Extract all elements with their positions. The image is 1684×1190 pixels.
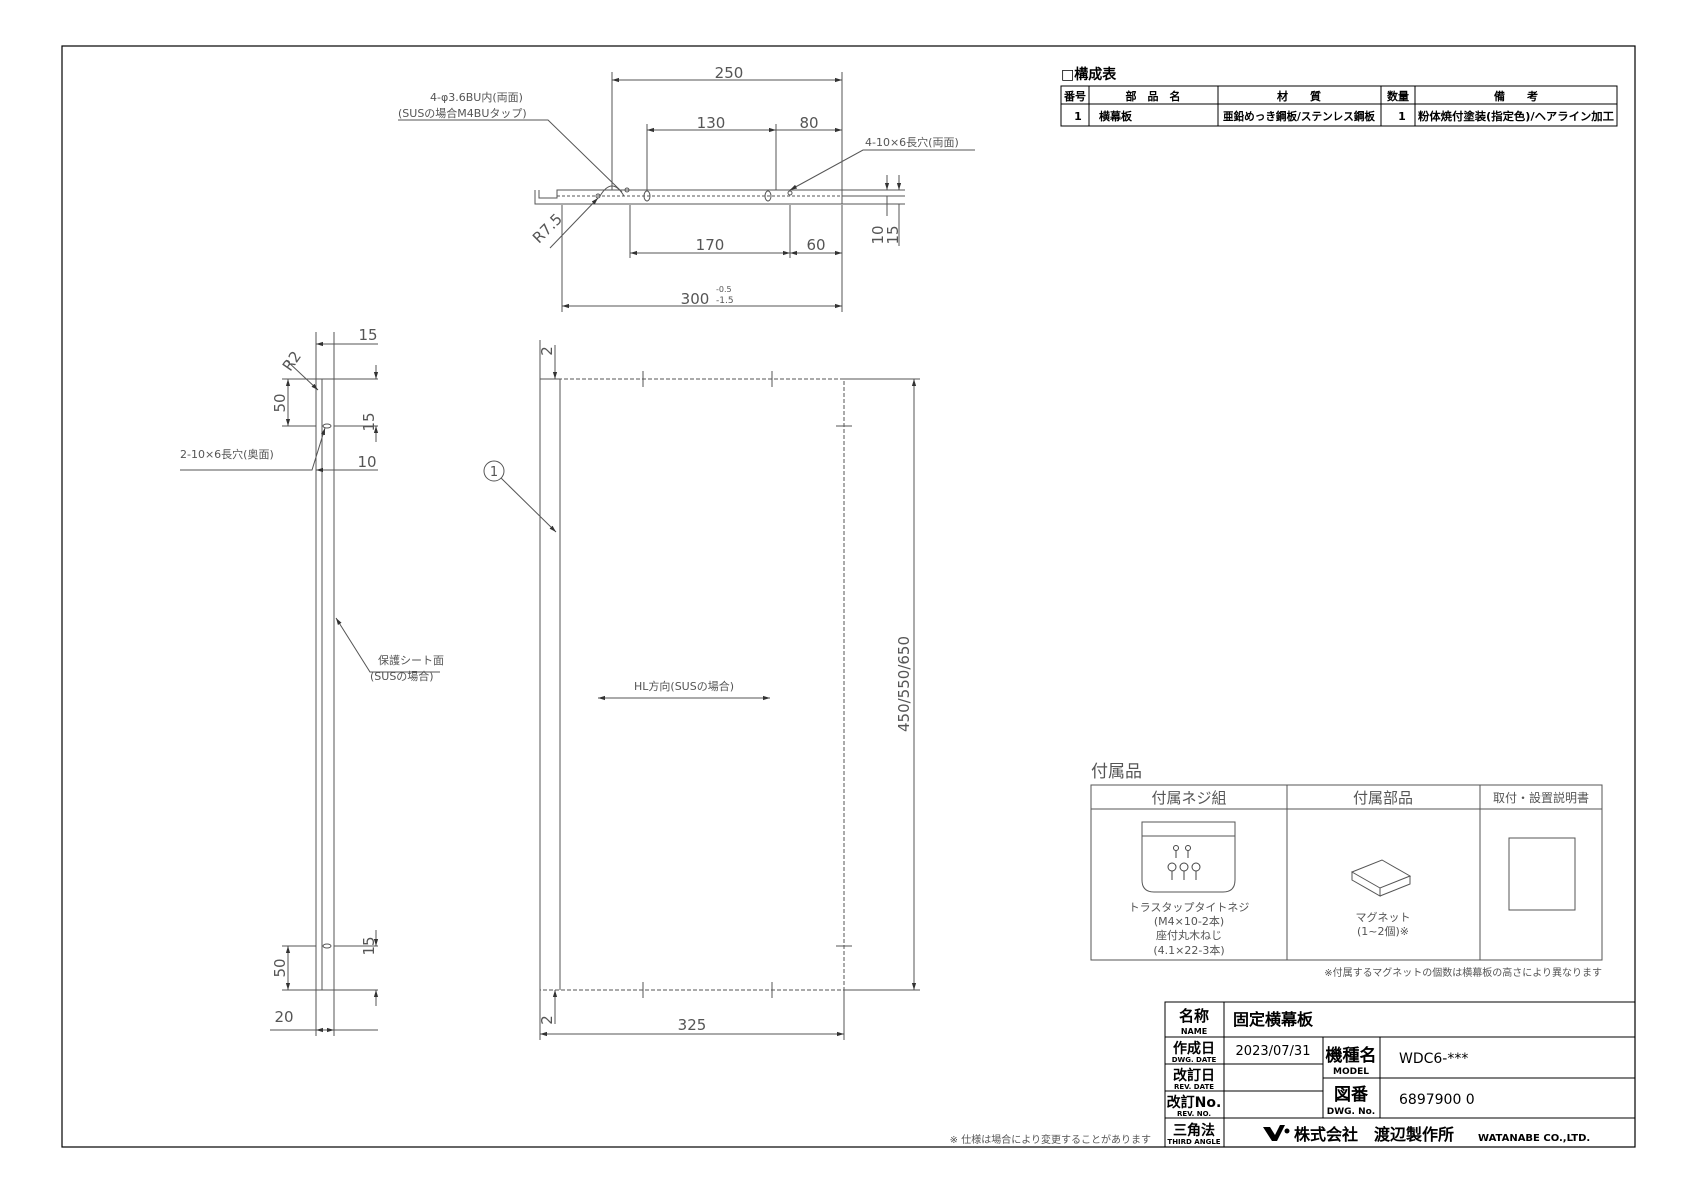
dim-15-top: 15 xyxy=(884,225,902,244)
dim-r2: R2 xyxy=(279,348,305,375)
side-view-labels: 15 R2 50 15 10 15 50 20 2-10×6長穴(奥面) 保護シ… xyxy=(180,326,444,1026)
top-view-slot xyxy=(643,190,651,202)
tb-angle-label-en: THIRD ANGLE xyxy=(1167,1138,1220,1146)
title-block: 名称 NAME 固定横幕板 作成日 DWG. DATE 2023/07/31 機… xyxy=(1164,1001,1636,1148)
dim-50-side-top: 50 xyxy=(271,393,289,412)
tb-rev-date-label-en: REV. DATE xyxy=(1174,1083,1214,1091)
dim-r75: R7.5 xyxy=(529,210,566,247)
dim-15-side-bottom: 15 xyxy=(360,936,378,955)
accessories-title: 付属品 xyxy=(1091,762,1142,782)
tb-date-label-en: DWG. DATE xyxy=(1172,1056,1217,1064)
side-view-slot xyxy=(322,943,332,949)
dim-300-tol-upper: -0.5 xyxy=(716,285,732,294)
parts-header-material: 材 質 xyxy=(1277,89,1321,103)
manual-icon xyxy=(1508,837,1576,911)
top-view-labels: 250 130 80 170 60 300 -0.5 -1.5 10 15 R7… xyxy=(398,64,959,308)
accessories-col3-header: 取付・設置説明書 xyxy=(1493,790,1589,805)
top-view-hole xyxy=(624,187,630,193)
magnet-icon xyxy=(1350,859,1412,897)
tb-rev-no-label: 改訂No. xyxy=(1167,1094,1222,1111)
dim-10-top: 10 xyxy=(869,225,887,244)
dim-height: 450/550/650 xyxy=(895,636,913,732)
tb-dwg-no-value: 6897900 0 xyxy=(1399,1092,1475,1108)
parts-row-material: 亜鉛めっき鋼板/ステンレス鋼板 xyxy=(1223,109,1376,123)
note-holes-line2: (SUSの場合M4BUタップ) xyxy=(398,106,527,120)
accessories-box: 付属品 付属ネジ組 付属部品 取付・設置説明書 トラスタップタイトネジ (M4×… xyxy=(1090,762,1603,979)
parts-header-qty: 数量 xyxy=(1387,89,1409,103)
parts-header-note: 備 考 xyxy=(1494,89,1538,103)
parts-table-title: □構成表 xyxy=(1061,66,1117,83)
tb-rev-no-label-en: REV. NO. xyxy=(1177,1110,1211,1118)
note-sheet-line2: (SUSの場合) xyxy=(370,669,434,683)
screws-line-3: 座付丸木ねじ xyxy=(1156,928,1222,942)
dim-50-side-bottom: 50 xyxy=(271,958,289,977)
front-view-labels: 1 2 2 450/550/650 325 HL方向(SUSの場合) xyxy=(490,346,913,1034)
parts-row-no: 1 xyxy=(1074,110,1082,123)
dim-300: 300 xyxy=(681,290,710,308)
dim-width: 325 xyxy=(678,1016,707,1034)
magnet-line-2: (1~2個)※ xyxy=(1357,925,1409,938)
dim-20-side: 20 xyxy=(274,1008,293,1026)
parts-row-qty: 1 xyxy=(1398,110,1406,123)
dim-250: 250 xyxy=(715,64,744,82)
screw-bag-icon xyxy=(1141,821,1236,893)
note-holes-line1: 4-φ3.6BU内(両面) xyxy=(430,90,523,104)
note-sheet-line1: 保護シート面 xyxy=(378,653,444,667)
tb-model-value: WDC6-*** xyxy=(1399,1051,1468,1067)
parts-header-name: 部 品 名 xyxy=(1126,89,1181,103)
tb-model-label: 機種名 xyxy=(1326,1045,1377,1066)
dim-300-tol-lower: -1.5 xyxy=(716,296,734,306)
tb-date-value: 2023/07/31 xyxy=(1236,1044,1311,1059)
tb-company: 株式会社 渡辺製作所 xyxy=(1294,1125,1454,1144)
screws-line-2: (M4×10-2本) xyxy=(1154,914,1224,928)
top-view-hole xyxy=(787,190,793,196)
parts-row-note: 粉体焼付塗装(指定色)/ヘアライン加工 xyxy=(1418,109,1614,123)
tb-name-label-en: NAME xyxy=(1181,1027,1207,1036)
tb-date-label: 作成日 xyxy=(1173,1040,1215,1057)
parts-header-no: 番号 xyxy=(1063,89,1086,103)
parts-table: □構成表 番号 部 品 名 材 質 数量 備 考 1 横幕板 亜鉛めっき鋼板/ス… xyxy=(1060,66,1618,127)
drawing-frame xyxy=(61,45,1636,1148)
tb-rev-date-label: 改訂日 xyxy=(1173,1067,1215,1084)
side-view xyxy=(180,332,440,1036)
parts-row-name: 横幕板 xyxy=(1099,109,1133,123)
top-view xyxy=(398,72,975,312)
tb-angle-label: 三角法 xyxy=(1173,1122,1215,1139)
side-view-outline xyxy=(315,378,335,991)
top-view-slot xyxy=(764,190,772,202)
accessories-col1-header: 付属ネジ組 xyxy=(1151,789,1226,807)
tb-dwg-no-label: 図番 xyxy=(1334,1085,1369,1105)
screws-line-4: (4.1×22-3本) xyxy=(1153,943,1224,957)
side-view-slot xyxy=(322,423,332,429)
tb-dwg-no-label-en: DWG. No. xyxy=(1327,1107,1375,1117)
accessories-footnote: ※付属するマグネットの個数は横幕板の高さにより異なります xyxy=(1324,966,1602,979)
tb-name-label: 名称 xyxy=(1179,1007,1209,1025)
dim-2-bottom: 2 xyxy=(538,1015,556,1025)
tb-name-value: 固定横幕板 xyxy=(1233,1010,1314,1029)
accessories-col2-header: 付属部品 xyxy=(1353,789,1413,807)
dim-2-top: 2 xyxy=(538,346,556,356)
magnet-line-1: マグネット xyxy=(1356,910,1411,924)
balloon-1 xyxy=(483,460,505,482)
tb-company-en: WATANABE CO.,LTD. xyxy=(1478,1133,1590,1144)
balloon-1-label: 1 xyxy=(490,465,498,480)
dim-10-side: 10 xyxy=(357,453,376,471)
dim-130: 130 xyxy=(697,114,726,132)
front-view xyxy=(483,340,920,1040)
dim-15-side-mid: 15 xyxy=(360,412,378,431)
note-slots-side: 2-10×6長穴(奥面) xyxy=(180,447,274,461)
dim-170: 170 xyxy=(696,236,725,254)
tb-model-label-en: MODEL xyxy=(1333,1067,1369,1077)
note-slots-top: 4-10×6長穴(両面) xyxy=(865,135,959,149)
company-logo-icon xyxy=(1263,1125,1290,1141)
spec-note: ※ 仕様は場合により変更することがあります xyxy=(950,1133,1151,1146)
hl-note: HL方向(SUSの場合) xyxy=(634,679,734,693)
screw-icon xyxy=(1167,845,1201,880)
screws-line-1: トラスタップタイトネジ xyxy=(1129,901,1250,914)
dim-80: 80 xyxy=(799,114,818,132)
top-view-outline xyxy=(534,189,843,205)
dim-15-side-top: 15 xyxy=(358,326,377,344)
dim-60: 60 xyxy=(806,236,825,254)
